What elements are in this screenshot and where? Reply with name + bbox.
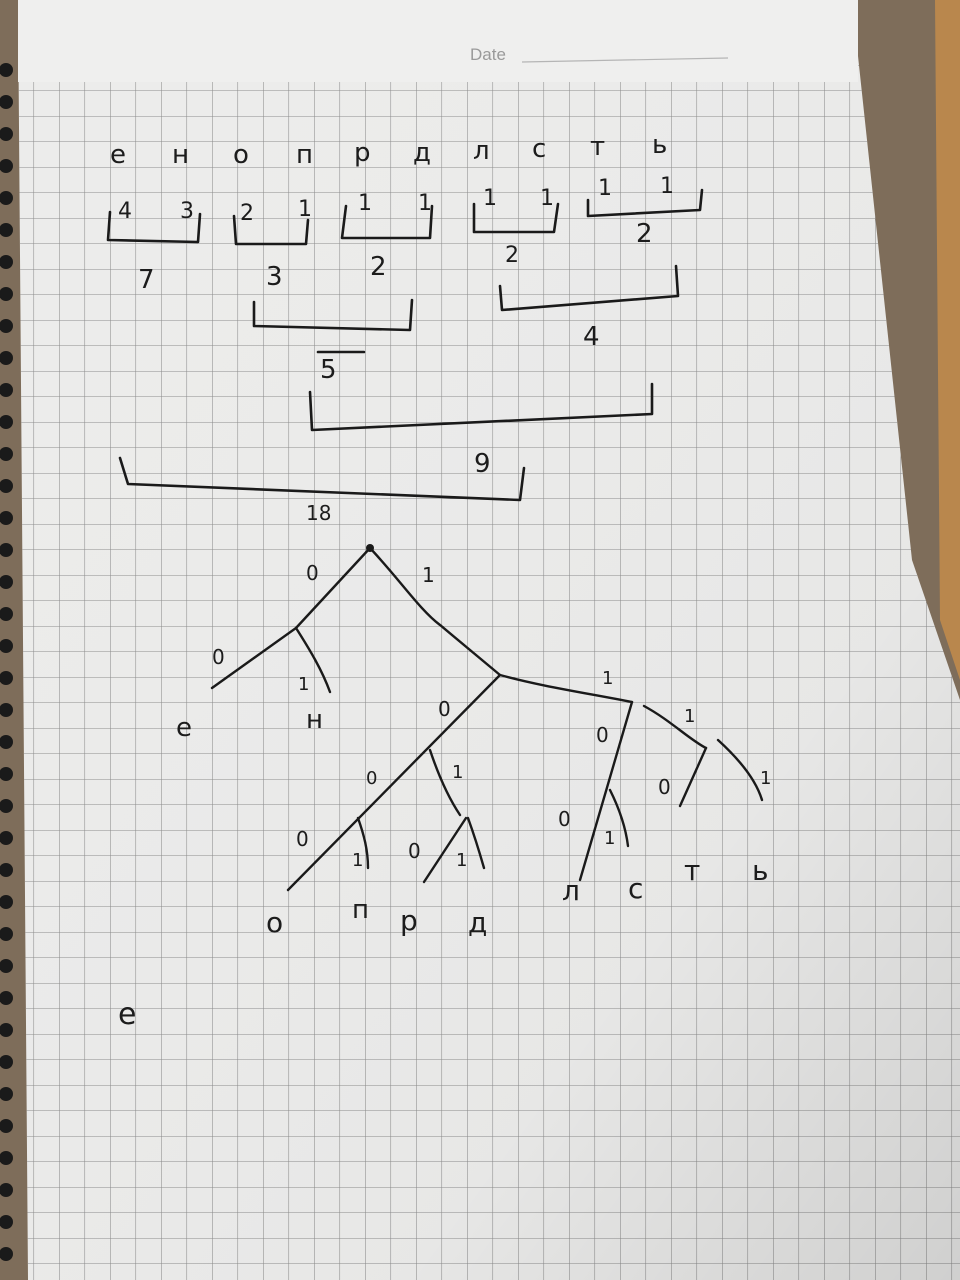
letter: о — [233, 140, 249, 170]
huffman-tree — [210, 544, 764, 892]
frequencies-row: 4 3 2 1 1 1 1 1 1 1 — [118, 174, 674, 226]
edge-label: 0 — [366, 768, 377, 789]
frequency: 1 — [660, 174, 674, 199]
edge-label: 1 — [298, 674, 309, 695]
merge-sum: 4 — [583, 322, 600, 352]
merge-sum: 2 — [505, 243, 519, 268]
leaf: л — [562, 874, 580, 907]
edge-label: 1 — [602, 668, 613, 689]
letter: с — [532, 134, 546, 164]
edge-label: 0 — [438, 697, 451, 721]
leaf: д — [468, 906, 487, 939]
edge-label: 0 — [212, 645, 225, 669]
leaf: н — [306, 705, 323, 735]
edge-label: 1 — [456, 850, 467, 871]
spiral-binding — [0, 63, 13, 1261]
edge-label: 1 — [352, 850, 363, 871]
edge-label: 1 — [760, 768, 771, 789]
letter: н — [172, 140, 189, 170]
frequency: 1 — [598, 176, 612, 201]
letter: л — [473, 136, 490, 166]
frequency: 1 — [358, 191, 372, 216]
merge-sum: 9 — [474, 449, 491, 479]
frequency: 1 — [298, 197, 312, 222]
letter: ь — [652, 130, 667, 160]
date-underline — [521, 57, 729, 63]
frequency: 1 — [418, 191, 432, 216]
letter: р — [354, 138, 371, 168]
merge-brackets — [106, 188, 704, 502]
letters-row: е н о п р д л с т ь — [110, 130, 667, 170]
merge-sums: 7 3 2 2 2 4 5 9 18 — [138, 219, 653, 525]
notebook-cover-edge — [850, 0, 960, 680]
frequency: 3 — [180, 199, 194, 224]
edge-label: 0 — [296, 827, 309, 851]
edge-label: 1 — [422, 563, 435, 587]
leaf: т — [684, 854, 700, 887]
edge-label: 0 — [558, 807, 571, 831]
edge-label: 0 — [408, 839, 421, 863]
merge-sum: 5 — [320, 355, 337, 385]
letter: е — [110, 140, 126, 170]
leaf: е — [176, 713, 192, 743]
edge-label: 1 — [684, 706, 695, 727]
letter: п — [296, 140, 313, 170]
footer-letter: е — [118, 997, 136, 1032]
leaf: с — [628, 872, 643, 905]
merge-sum: 7 — [138, 265, 155, 295]
tree-edge-labels: 0 1 0 1 0 1 0 1 0 1 0 1 0 1 0 1 0 1 — [212, 561, 771, 871]
merge-sum: 18 — [306, 501, 331, 525]
leaf: ь — [752, 854, 769, 887]
edge-label: 0 — [658, 775, 671, 799]
edge-label: 0 — [306, 561, 319, 585]
letter: т — [590, 132, 605, 162]
edge-label: 0 — [596, 723, 609, 747]
leaf: о — [266, 906, 283, 939]
merge-sum: 2 — [370, 252, 387, 282]
edge-label: 1 — [452, 762, 463, 783]
frequency: 2 — [240, 201, 254, 226]
merge-sum: 2 — [636, 219, 653, 249]
tree-leaves: е н о п р д л с т ь — [176, 705, 769, 939]
frequency: 1 — [483, 186, 497, 211]
merge-sum: 3 — [266, 262, 283, 292]
letter: д — [413, 138, 431, 168]
leaf: р — [400, 904, 418, 937]
leaf: п — [352, 895, 369, 925]
frequency: 1 — [540, 186, 554, 211]
edge-label: 1 — [604, 828, 615, 849]
date-label: Date — [470, 45, 506, 64]
frequency: 4 — [118, 199, 132, 224]
